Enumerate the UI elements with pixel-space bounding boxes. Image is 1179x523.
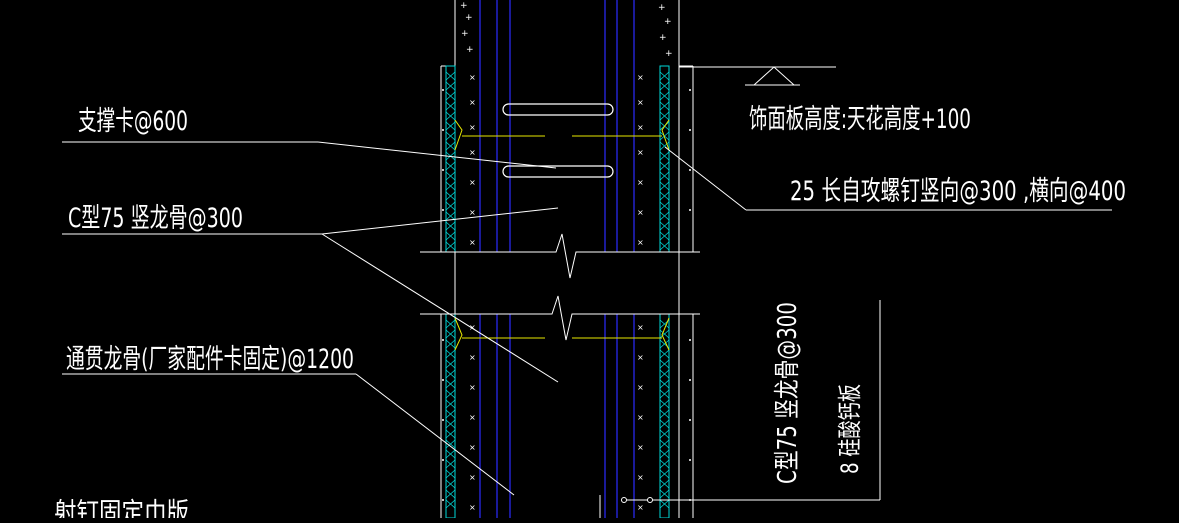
support-clips <box>454 119 670 351</box>
svg-text:+: + <box>658 3 666 13</box>
svg-text:×: × <box>637 148 644 157</box>
svg-text:×: × <box>637 208 644 217</box>
steel-studs <box>479 0 635 518</box>
concrete-slab-hatch: + + + + + + + + <box>460 1 673 59</box>
ceiling-level-symbol <box>679 66 836 86</box>
leader-endpoints <box>621 497 653 503</box>
break-line <box>420 233 700 341</box>
svg-text:×: × <box>469 383 476 392</box>
insulation-marks: × × × × × × × × × × × × × × × × × × × × × × × × × × × × <box>469 73 644 512</box>
through-channels <box>502 103 614 178</box>
svg-text:×: × <box>637 98 644 107</box>
calcium-silicate-board-left <box>445 65 456 519</box>
svg-text:×: × <box>469 473 476 482</box>
svg-text:×: × <box>637 323 644 332</box>
svg-text:×: × <box>469 503 476 512</box>
svg-text:+: + <box>466 45 474 55</box>
svg-text:×: × <box>469 323 476 332</box>
svg-text:×: × <box>469 148 476 157</box>
svg-text:+: + <box>461 29 469 39</box>
label-shoot-nail: 射钉固定巾版 <box>54 498 189 518</box>
svg-text:×: × <box>469 98 476 107</box>
svg-text:×: × <box>469 353 476 362</box>
svg-text:×: × <box>469 413 476 422</box>
svg-text:×: × <box>469 238 476 247</box>
svg-text:+: + <box>460 1 468 11</box>
label-screw: 25 长自攻螺钉竖向@300 ,横向@400 <box>790 176 1126 207</box>
svg-text:×: × <box>637 73 644 82</box>
svg-text:×: × <box>469 208 476 217</box>
finish-layer-dots <box>442 89 691 501</box>
svg-text:×: × <box>637 353 644 362</box>
svg-text:×: × <box>469 443 476 452</box>
svg-text:×: × <box>637 238 644 247</box>
svg-text:×: × <box>637 413 644 422</box>
calcium-silicate-board-right <box>659 65 670 519</box>
svg-text:×: × <box>637 503 644 512</box>
label-panel-height: 饰面板高度:天花高度+100 <box>749 104 971 135</box>
label-through-channel: 通贯龙骨(厂家配件卡固定)@1200 <box>66 344 354 375</box>
svg-text:+: + <box>659 33 667 43</box>
svg-text:+: + <box>665 49 673 59</box>
svg-text:+: + <box>465 13 473 23</box>
svg-text:×: × <box>469 178 476 187</box>
svg-text:×: × <box>637 443 644 452</box>
label-vertical-board: 8 硅酸钙板 <box>836 384 864 474</box>
svg-text:×: × <box>469 73 476 82</box>
leader-lines <box>62 141 1112 518</box>
svg-text:×: × <box>637 473 644 482</box>
svg-text:×: × <box>469 123 476 132</box>
label-vertical-stud: C型75 竖龙骨@300 <box>773 302 803 484</box>
svg-text:+: + <box>664 17 672 27</box>
svg-text:×: × <box>637 178 644 187</box>
svg-text:×: × <box>637 123 644 132</box>
label-c-stud: C型75 竖龙骨@300 <box>68 203 243 234</box>
label-support-clip: 支撑卡@600 <box>78 106 188 137</box>
svg-text:×: × <box>637 383 644 392</box>
